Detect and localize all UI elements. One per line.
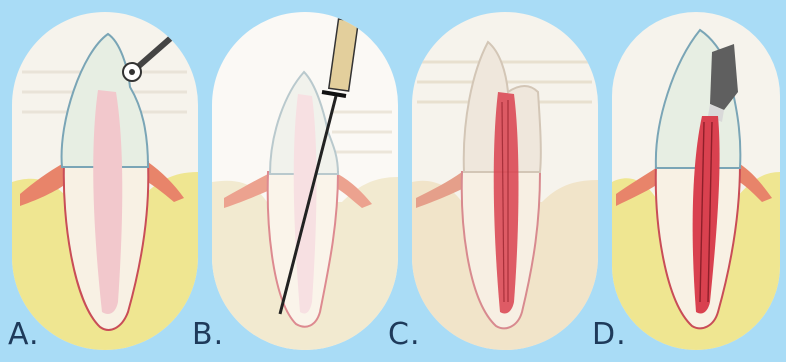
panel-file-canal (212, 12, 398, 350)
panel-access-drill (12, 12, 198, 350)
panel-crowned-tooth (612, 12, 780, 350)
step-label-d: D. (592, 317, 627, 352)
panel-canal-filled (412, 12, 598, 350)
step-label-a: A. (8, 317, 40, 352)
file-handle (329, 19, 359, 91)
step-label-c: C. (388, 317, 420, 352)
step-label-b: B. (192, 317, 224, 352)
